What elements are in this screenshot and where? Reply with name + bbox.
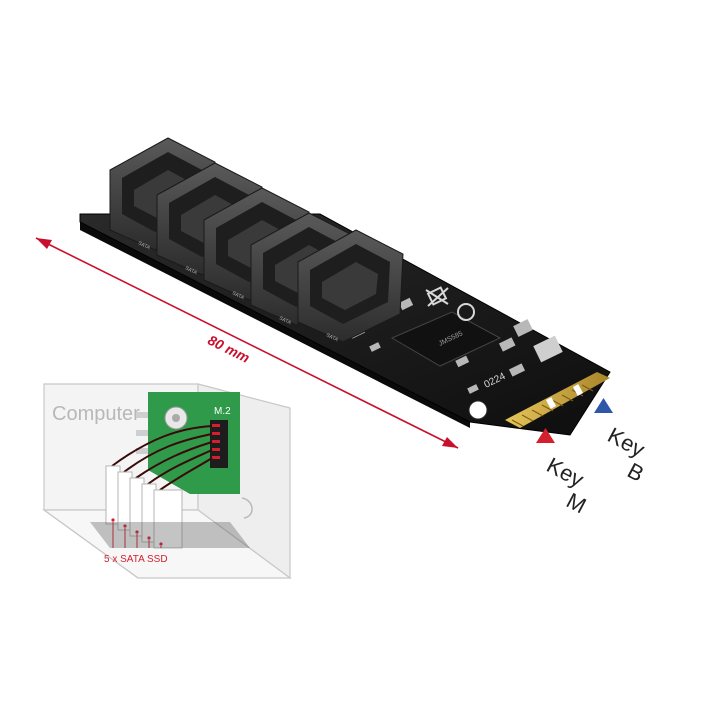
key-m-label-group: Key M — [536, 428, 590, 519]
key-b-label-group: Key B — [594, 398, 649, 487]
sata-port-label: SATA — [278, 315, 292, 326]
computer-label: Computer — [52, 403, 140, 425]
m2-slot-label: M.2 — [214, 406, 231, 417]
sata-port-label: SATA — [137, 240, 151, 251]
key-b-label: Key — [604, 422, 649, 462]
sata-port-label: SATA — [231, 290, 245, 301]
key-m-marker-icon — [536, 428, 555, 443]
sata-cables — [111, 425, 213, 491]
connection-diagram: Computer M.2 — [42, 383, 292, 580]
dimension-label: 80 mm — [205, 332, 252, 366]
ssd-caption: 5 x SATA SSD — [104, 554, 168, 565]
key-b-marker-icon — [594, 398, 613, 413]
controller-chip: JMS585 — [390, 311, 502, 367]
key-m-label: Key — [543, 452, 588, 492]
sata-port-label: SATA — [325, 332, 339, 343]
sata-port-label: SATA — [184, 265, 198, 276]
certification-marks-icon — [425, 286, 475, 321]
ssd-drives — [90, 465, 250, 549]
arrow-right-icon — [442, 437, 458, 448]
arrow-left-icon — [36, 238, 52, 249]
m2-slot — [210, 420, 228, 468]
sata-port-5: SATA — [297, 229, 404, 343]
m2-adapter-card: JMS585 0224 SATA — [79, 137, 611, 436]
key-m-letter: M — [562, 488, 590, 519]
sata-ports: SATA SATA SATA SATA — [109, 137, 404, 343]
key-b-letter: B — [623, 458, 648, 487]
gold-edge-connector — [505, 372, 610, 428]
